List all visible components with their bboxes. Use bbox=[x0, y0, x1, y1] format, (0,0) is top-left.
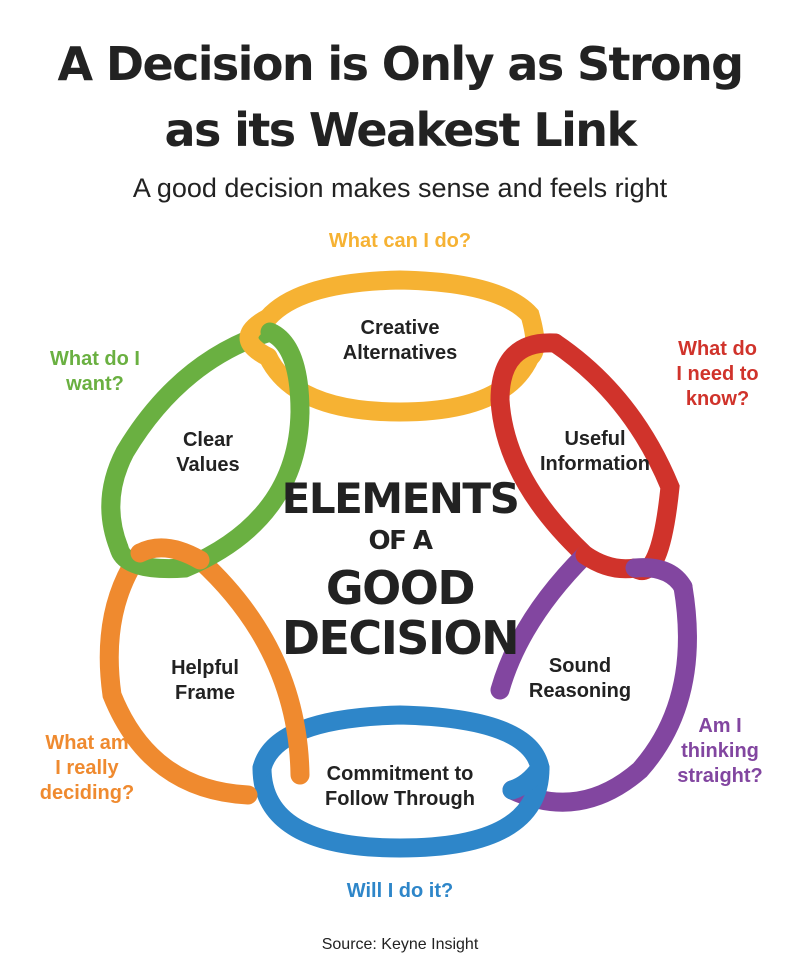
ring-creative-alternatives-upper bbox=[258, 270, 545, 367]
center-good: GOOD bbox=[325, 561, 476, 615]
ring-clear-values-link bbox=[260, 322, 310, 422]
ring-clear-values-lower bbox=[101, 322, 280, 558]
center-elements: ELEMENTS bbox=[281, 474, 520, 523]
label-useful-information: Useful Information bbox=[540, 428, 650, 475]
label-commitment-to-follow-through: Commitment to Follow Through bbox=[325, 763, 475, 810]
center-of-a: OF A bbox=[368, 526, 433, 556]
ring-commitment-lower bbox=[252, 758, 550, 858]
ring-creative-alternatives-link bbox=[239, 308, 278, 367]
question-helpful-frame: What am I really deciding? bbox=[39, 732, 135, 804]
label-clear-values: Clear Values bbox=[176, 429, 240, 476]
center-decision: DECISION bbox=[281, 611, 520, 665]
title-line-1: A Decision is Only as Strong bbox=[57, 37, 744, 91]
question-clear-values: What do I want? bbox=[50, 348, 140, 395]
ring-sound-reasoning-link bbox=[625, 558, 693, 597]
ring-helpful-frame-upper bbox=[190, 550, 310, 785]
question-sound-reasoning: Am I thinking straight? bbox=[677, 715, 763, 787]
ring-useful-information-upper bbox=[490, 333, 595, 565]
title-line-2: as its Weakest Link bbox=[164, 103, 637, 157]
ring-clear-values-upper bbox=[109, 402, 310, 579]
label-sound-reasoning: Sound Reasoning bbox=[528, 655, 632, 702]
ring-sound-reasoning-lower bbox=[502, 577, 697, 812]
question-creative-alternatives: What can I do? bbox=[328, 230, 472, 252]
question-useful-information: What do I need to know? bbox=[676, 338, 759, 410]
label-creative-alternatives: Creative Alternatives bbox=[342, 317, 458, 364]
subtitle: A good decision makes sense and feels ri… bbox=[132, 173, 668, 203]
label-helpful-frame: Helpful Frame bbox=[171, 657, 239, 704]
ring-helpful-frame-link bbox=[130, 538, 210, 570]
question-commitment-to-follow-through: Will I do it? bbox=[346, 880, 454, 902]
ring-commitment-upper bbox=[252, 705, 550, 778]
ring-commitment-link bbox=[502, 758, 550, 800]
ring-helpful-frame-lower bbox=[99, 543, 258, 805]
source-credit: Source: Keyne Insight bbox=[321, 936, 479, 953]
ring-sound-reasoning-upper bbox=[490, 545, 595, 700]
